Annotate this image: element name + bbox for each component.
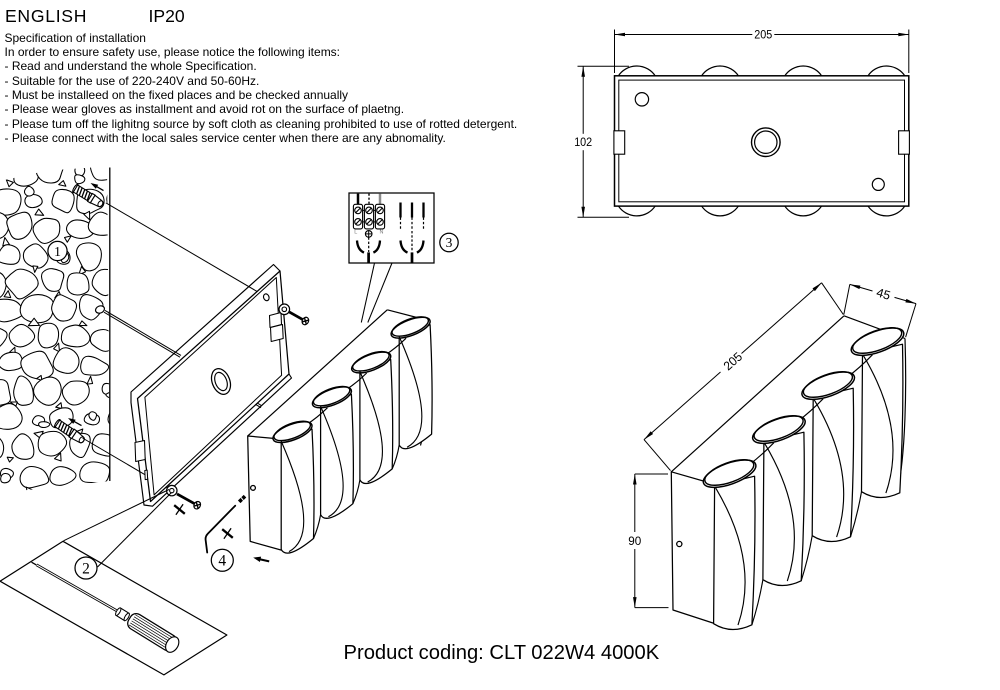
svg-text:4: 4: [218, 553, 226, 570]
svg-text:L: L: [354, 230, 357, 236]
svg-text:102: 102: [574, 135, 592, 149]
svg-text:90: 90: [628, 534, 641, 548]
svg-text:1: 1: [54, 245, 61, 260]
svg-text:45: 45: [875, 285, 892, 302]
svg-text:3: 3: [446, 235, 453, 250]
svg-text:N: N: [380, 230, 384, 236]
svg-text:2: 2: [82, 560, 90, 577]
svg-text:205: 205: [754, 28, 772, 42]
